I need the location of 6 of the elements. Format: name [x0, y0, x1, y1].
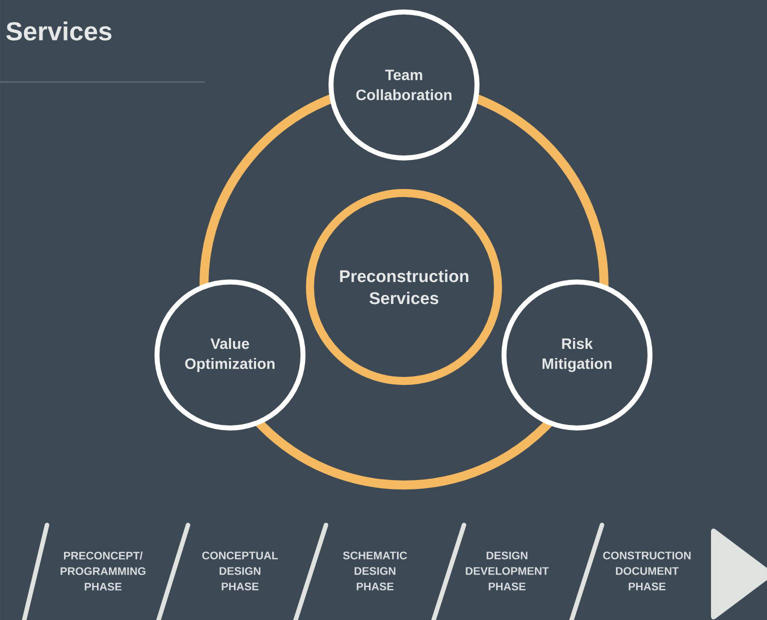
title: Services [6, 21, 112, 41]
phase-label: DESIGN DEVELOPMENT PHASE [466, 552, 549, 590]
phase-label: SCHEMATIC DESIGN PHASE [343, 552, 407, 590]
phase-label: CONSTRUCTION DOCUMENT PHASE [603, 552, 691, 590]
phase-label: PRECONCEPT/ PROGRAMMING PHASE [60, 551, 146, 591]
phase-label: CONCEPTUAL DESIGN PHASE [202, 552, 278, 590]
